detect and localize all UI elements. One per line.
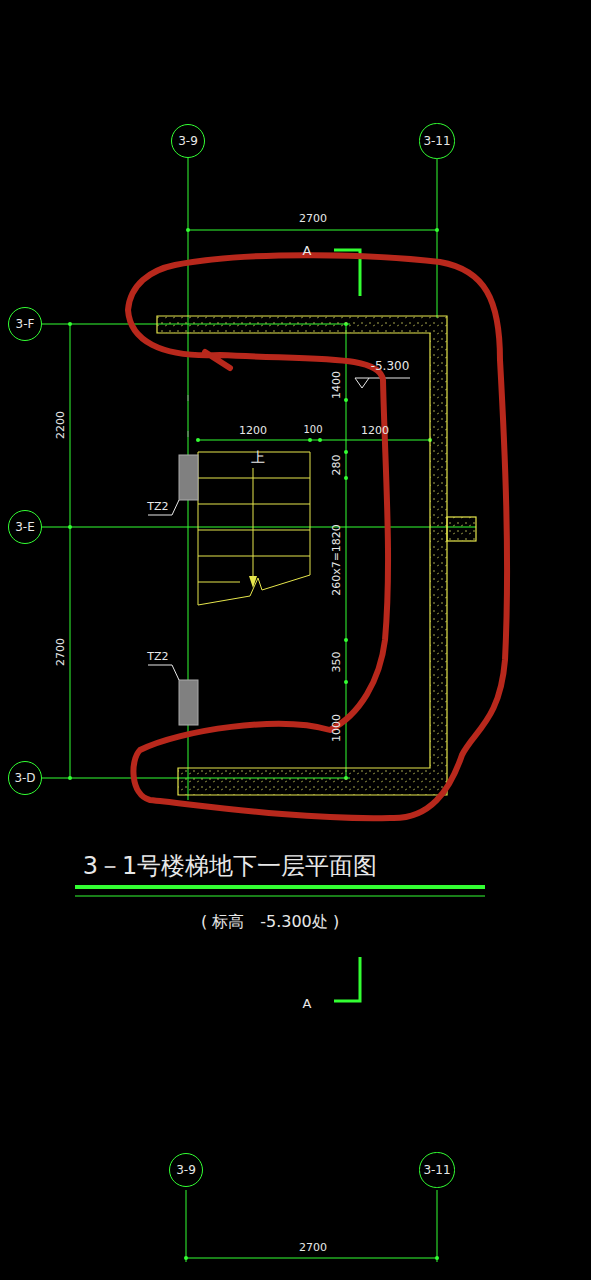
dimension: 260x7=1820	[331, 524, 342, 596]
column-tag: TZ2	[147, 651, 168, 662]
dimension: 280	[331, 455, 342, 476]
section-mark: A	[303, 244, 312, 257]
axis-label: 3-9	[176, 1163, 196, 1177]
section-mark: A	[303, 997, 312, 1010]
dimension: 350	[331, 652, 342, 673]
grid-axis-bubble: 3-9	[171, 124, 205, 158]
dimension: 100	[303, 425, 322, 435]
grid-axis-bubble: 3-9	[169, 1153, 203, 1187]
grid-axis-bubble: 3-E	[8, 510, 42, 544]
axis-label: 3-11	[423, 134, 450, 148]
dimension: 1200	[239, 425, 267, 436]
axis-label: 3-D	[14, 771, 35, 785]
drawing-title: 3－1号楼梯地下一层平面图	[83, 854, 378, 878]
column-tag: TZ2	[147, 501, 168, 512]
dimension: 2200	[55, 411, 66, 439]
stair-direction: 上	[251, 450, 265, 464]
dimension: 1000	[331, 714, 342, 742]
dimension: 2700	[299, 213, 327, 224]
axis-label: 3-F	[16, 317, 35, 331]
dimension: 2700	[299, 1242, 327, 1253]
axis-label: 3-E	[15, 520, 35, 534]
axis-label: 3-9	[178, 134, 198, 148]
grid-axis-bubble: 3-F	[8, 307, 42, 341]
grid-axis-bubble: 3-11	[419, 123, 454, 158]
elevation: -5.300	[371, 360, 410, 372]
dimension: 1400	[331, 371, 342, 399]
axis-label: 3-11	[423, 1163, 450, 1177]
grid-axis-bubble: 3-D	[8, 761, 42, 795]
dimension: 1200	[361, 425, 389, 436]
elevation-caption: ( 标高 -5.300处 )	[201, 914, 339, 930]
grid-axis-bubble: 3-11	[419, 1152, 454, 1187]
dimension: 2700	[55, 638, 66, 666]
